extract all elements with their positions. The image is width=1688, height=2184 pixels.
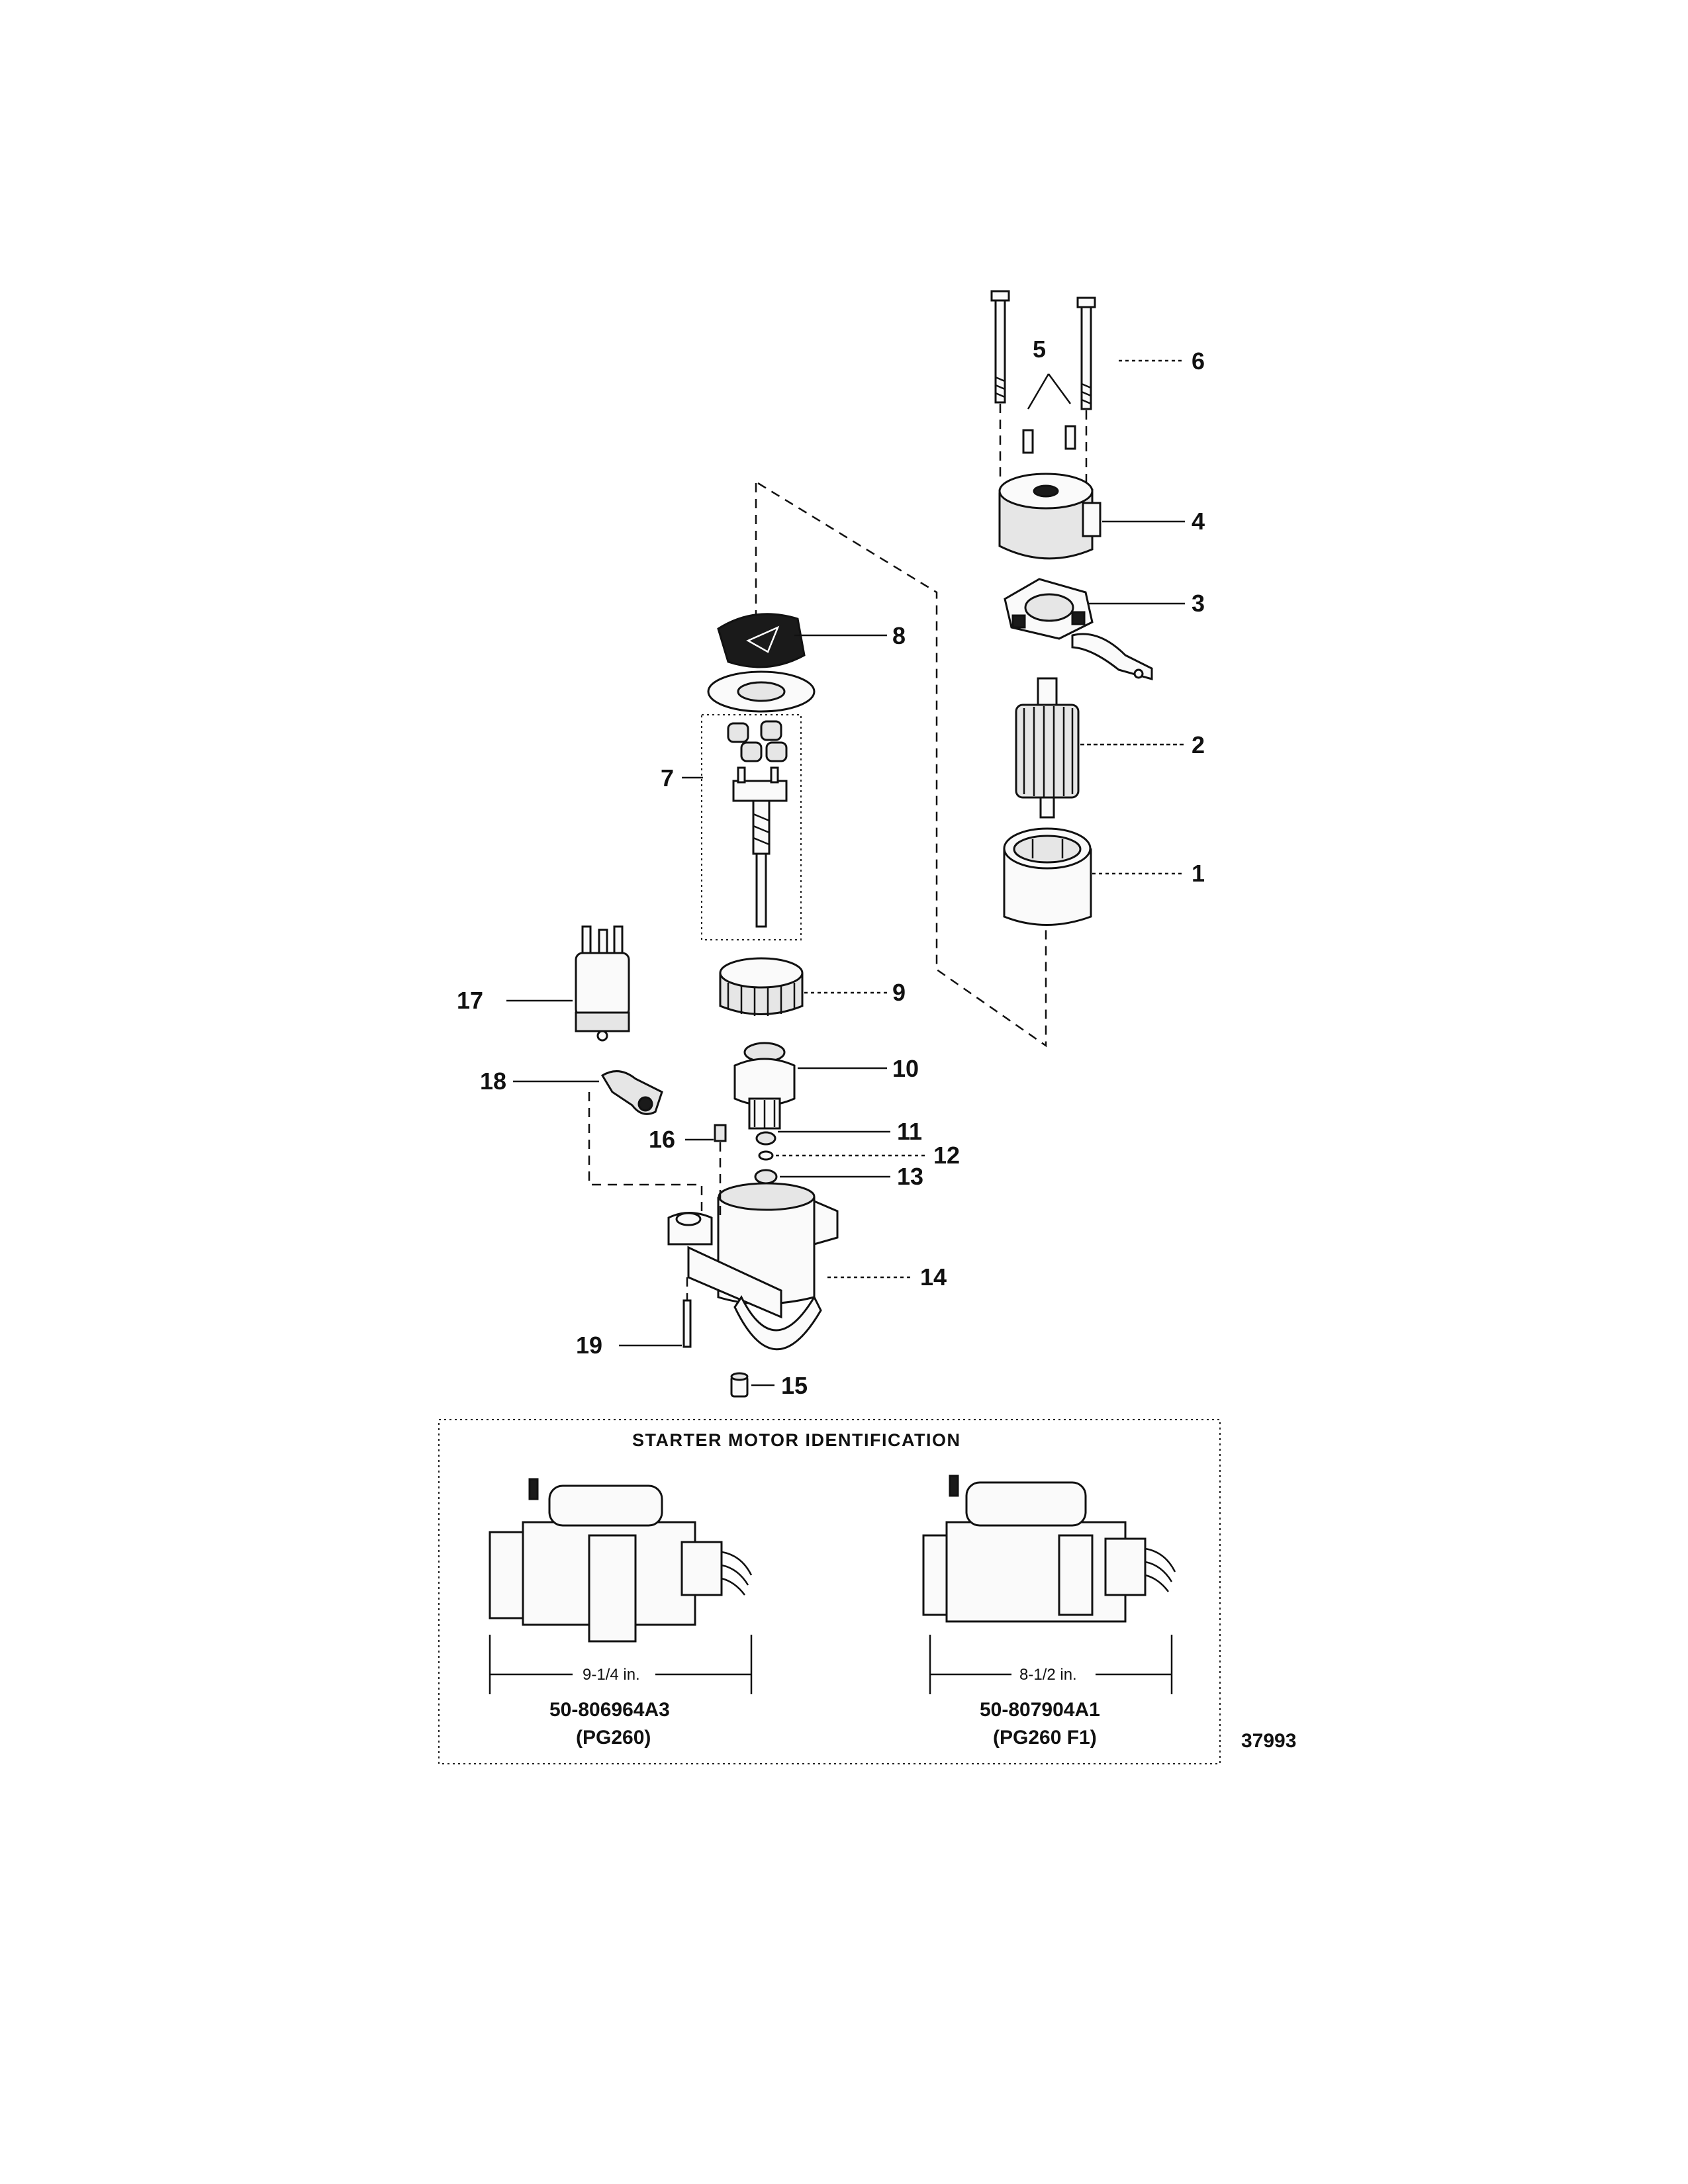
callout-14: 14 [920, 1263, 947, 1291]
part-6-through-bolts [990, 290, 1096, 483]
part-14-drive-housing [667, 1182, 839, 1351]
callout-8: 8 [892, 622, 906, 649]
part-3-brush-holder [1004, 578, 1153, 680]
part-15-bushing [730, 1372, 749, 1398]
identification-title: STARTER MOTOR IDENTIFICATION [632, 1430, 961, 1450]
callout-5: 5 [1033, 336, 1046, 363]
part-8-gear-cover [707, 613, 816, 713]
left-model: (PG260) [576, 1727, 651, 1749]
part-11-collar [755, 1131, 776, 1146]
callout-1: 1 [1192, 860, 1205, 887]
part-4-commutator-end-frame [998, 473, 1102, 560]
callout-10: 10 [892, 1055, 919, 1082]
part-12-retainer-ring [758, 1150, 774, 1161]
part-1-field-frame [1003, 827, 1092, 926]
right-model: (PG260 F1) [993, 1727, 1097, 1749]
callout-12: 12 [933, 1142, 960, 1169]
right-part-number: 50-807904A1 [980, 1699, 1100, 1721]
part-19-mounting-bolt [682, 1277, 692, 1348]
part-7-planetary-gear-shaft [701, 714, 802, 940]
part-17-solenoid [575, 925, 630, 1042]
callout-13: 13 [897, 1163, 923, 1190]
callout-19: 19 [576, 1332, 602, 1359]
callout-6: 6 [1192, 347, 1205, 375]
assembly-alignment-line [755, 482, 1047, 1048]
callout-18: 18 [480, 1068, 506, 1095]
right-dimension-label: 8-1/2 in. [1019, 1666, 1077, 1684]
callout-11: 11 [897, 1118, 922, 1145]
callout-7: 7 [661, 764, 674, 792]
part-9-ring-gear [719, 957, 804, 1016]
callout-2: 2 [1192, 731, 1205, 758]
figure-number: 37993 [1241, 1730, 1296, 1752]
part-5-insulating-sleeves [1022, 373, 1076, 454]
part-18-shift-lever [588, 1070, 703, 1211]
callout-9: 9 [892, 979, 906, 1006]
starter-pg260-illustration [489, 1478, 753, 1643]
part-13-thrust-collar [754, 1169, 778, 1185]
left-dimension-label: 9-1/4 in. [583, 1666, 640, 1684]
part-16-shim [714, 1124, 727, 1218]
callout-15: 15 [781, 1372, 808, 1399]
left-part-number: 50-806964A3 [549, 1699, 670, 1721]
callout-3: 3 [1192, 590, 1205, 617]
callout-16: 16 [649, 1126, 675, 1153]
part-2-armature [1015, 677, 1080, 819]
part-10-starter-drive [733, 1042, 796, 1130]
callout-4: 4 [1192, 508, 1205, 535]
callout-17: 17 [457, 987, 483, 1014]
starter-identification-box [438, 1419, 1221, 1764]
starter-pg260-f1-illustration [922, 1475, 1176, 1623]
